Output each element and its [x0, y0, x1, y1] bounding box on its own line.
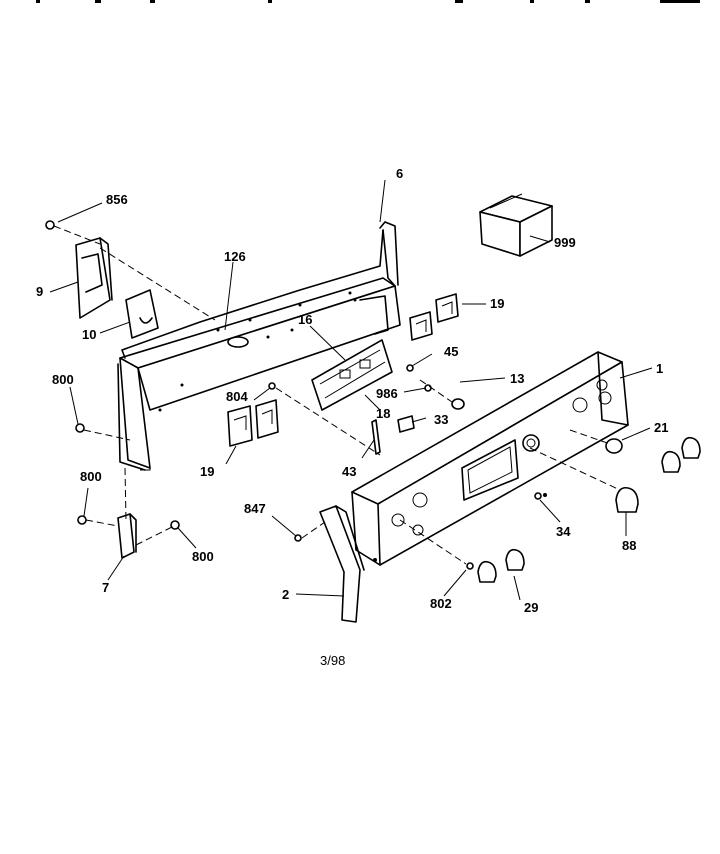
hardware-parts — [45, 220, 623, 570]
callout-800-lower: 800 — [192, 549, 214, 564]
mount-bracket-part-7 — [117, 513, 137, 559]
box-part-999 — [479, 193, 553, 257]
callout-45: 45 — [444, 344, 458, 359]
callout-986: 986 — [376, 386, 398, 401]
callout-19-lower: 19 — [200, 464, 214, 479]
callout-1: 1 — [656, 361, 663, 376]
callout-804: 804 — [226, 389, 248, 404]
callout-9: 9 — [36, 284, 43, 299]
callout-856: 856 — [106, 192, 128, 207]
callout-2: 2 — [282, 587, 289, 602]
callout-6: 6 — [396, 166, 403, 181]
side-bracket-part-10 — [125, 289, 159, 339]
callout-13: 13 — [510, 371, 524, 386]
callout-126: 126 — [224, 249, 246, 264]
callout-19-upper: 19 — [490, 296, 504, 311]
callout-29: 29 — [524, 600, 538, 615]
assembly-lines — [53, 225, 621, 565]
end-cap-part-2 — [319, 505, 365, 623]
callout-800-upper: 800 — [52, 372, 74, 387]
footer-date: 3/98 — [320, 653, 345, 668]
control-board-part-16 — [311, 339, 393, 411]
callout-7: 7 — [102, 580, 109, 595]
callout-802: 802 — [430, 596, 452, 611]
callout-800-middle: 800 — [80, 469, 102, 484]
callout-labels: 6 856 999 126 9 19 10 16 45 1 13 800 986… — [36, 166, 668, 615]
callout-10: 10 — [82, 327, 96, 342]
callout-18: 18 — [376, 406, 390, 421]
control-panel-part-1 — [351, 351, 629, 566]
callout-847: 847 — [244, 501, 266, 516]
backsplash-frame-part-6 — [117, 221, 401, 471]
switches-part-19-upper — [409, 293, 459, 341]
callout-43: 43 — [342, 464, 356, 479]
callout-21: 21 — [654, 420, 668, 435]
knobs — [477, 436, 701, 583]
callout-34: 34 — [556, 524, 571, 539]
switches-part-19-lower — [227, 399, 279, 447]
side-bracket-part-9 — [75, 237, 113, 319]
callout-999: 999 — [554, 235, 576, 250]
top-edge-marks — [36, 0, 700, 3]
callout-16: 16 — [298, 312, 312, 327]
callout-33: 33 — [434, 412, 448, 427]
leader-lines — [49, 179, 653, 601]
callout-88: 88 — [622, 538, 636, 553]
